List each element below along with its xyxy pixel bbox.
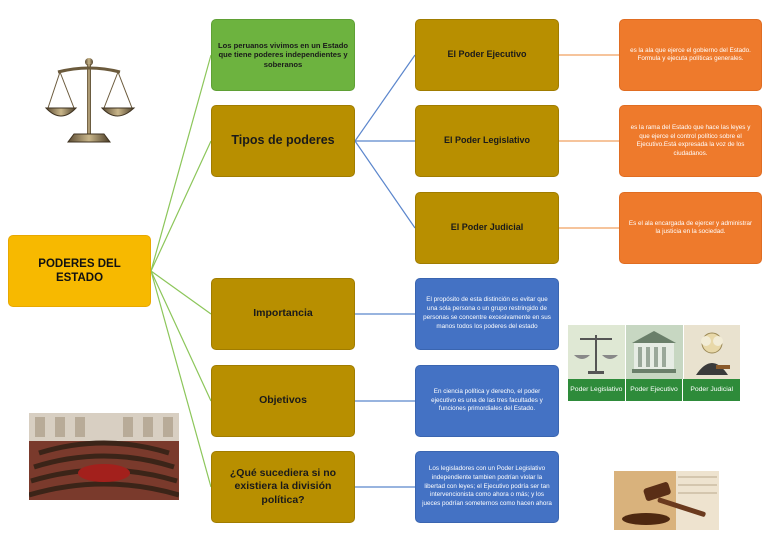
branch-que-sucederia[interactable]: ¿Qué sucediera si no existiera la divisi… xyxy=(211,451,355,523)
branch-importancia[interactable]: Importancia xyxy=(211,278,355,350)
branch-objetivos[interactable]: Objetivos xyxy=(211,365,355,437)
branch-importancia-text: Importancia xyxy=(253,307,313,320)
desc-legislativo-text: es la rama del Estado que hace las leyes… xyxy=(630,124,751,157)
branch-objetivos-text: Objetivos xyxy=(259,394,307,407)
root-title: PODERES DEL ESTADO xyxy=(38,257,121,284)
connector-root-objetivos xyxy=(150,270,212,402)
gavel-image xyxy=(614,471,719,530)
connector-tipos-ejecutivo xyxy=(354,54,416,142)
scales-icon xyxy=(44,58,136,143)
congress-hall-image xyxy=(29,413,179,500)
connector-root-tipos xyxy=(150,140,212,272)
three-powers-labels: Poder Legislativo Poder Ejecutivo Poder … xyxy=(568,379,740,401)
branch-peruanos-text: Los peruanos vivimos en un Estado que ti… xyxy=(218,40,348,69)
legislative-picture xyxy=(568,325,626,379)
congress-hall-icon xyxy=(29,413,179,500)
desc-judicial-text: Es el ala encargada de ejercer y adminis… xyxy=(628,219,753,236)
judicial-picture xyxy=(684,325,740,379)
gavel-icon xyxy=(614,471,719,530)
label-poder-judicial: Poder Judicial xyxy=(690,386,734,394)
label-poder-legislativo: Poder Legislativo xyxy=(568,379,626,401)
scales-of-justice-image xyxy=(18,50,138,146)
executive-picture xyxy=(626,325,684,379)
detail-importancia[interactable]: El propósito de esta distinción es evita… xyxy=(415,278,559,350)
power-ejecutivo-title: El Poder Ejecutivo xyxy=(447,49,527,60)
three-powers-pictures xyxy=(568,325,740,379)
connector-root-peruanos xyxy=(150,54,212,272)
root-node[interactable]: PODERES DEL ESTADO xyxy=(8,235,151,307)
judge-icon xyxy=(696,332,730,375)
detail-que-sucederia-text: Los legisladores con un Poder Legislativ… xyxy=(422,464,552,508)
detail-objetivos[interactable]: En ciencia política y derecho, el poder … xyxy=(415,365,559,437)
branch-tipos-text: Tipos de poderes xyxy=(231,133,335,148)
three-powers-image: Poder Legislativo Poder Ejecutivo Poder … xyxy=(568,325,740,401)
power-judicial[interactable]: El Poder Judicial xyxy=(415,192,559,264)
connector-root-importancia xyxy=(150,270,212,315)
branch-que-sucederia-text: ¿Qué sucediera si no existiera la divisi… xyxy=(229,467,337,506)
detail-importancia-text: El propósito de esta distinción es evita… xyxy=(423,296,551,330)
branch-tipos[interactable]: Tipos de poderes xyxy=(211,105,355,177)
connector-tipos-judicial xyxy=(354,140,416,229)
desc-ejecutivo[interactable]: es la ala que ejerce el gobierno del Est… xyxy=(619,19,762,91)
desc-judicial[interactable]: Es el ala encargada de ejercer y adminis… xyxy=(619,192,762,264)
detail-objetivos-text: En ciencia política y derecho, el poder … xyxy=(431,387,543,413)
label-poder-ejecutivo: Poder Ejecutivo xyxy=(626,379,684,401)
power-ejecutivo[interactable]: El Poder Ejecutivo xyxy=(415,19,559,91)
government-building-icon xyxy=(632,331,676,373)
power-legislativo-title: El Poder Legislativo xyxy=(443,135,531,146)
desc-legislativo[interactable]: es la rama del Estado que hace las leyes… xyxy=(619,105,762,177)
detail-que-sucederia[interactable]: Los legisladores con un Poder Legislativ… xyxy=(415,451,559,523)
mini-scales-icon xyxy=(574,335,618,374)
power-legislativo[interactable]: El Poder Legislativo xyxy=(415,105,559,177)
connector-root-sucederia xyxy=(150,270,212,488)
branch-peruanos[interactable]: Los peruanos vivimos en un Estado que ti… xyxy=(211,19,355,91)
desc-ejecutivo-text: es la ala que ejerce el gobierno del Est… xyxy=(630,46,751,63)
power-judicial-title: El Poder Judicial xyxy=(450,222,524,233)
